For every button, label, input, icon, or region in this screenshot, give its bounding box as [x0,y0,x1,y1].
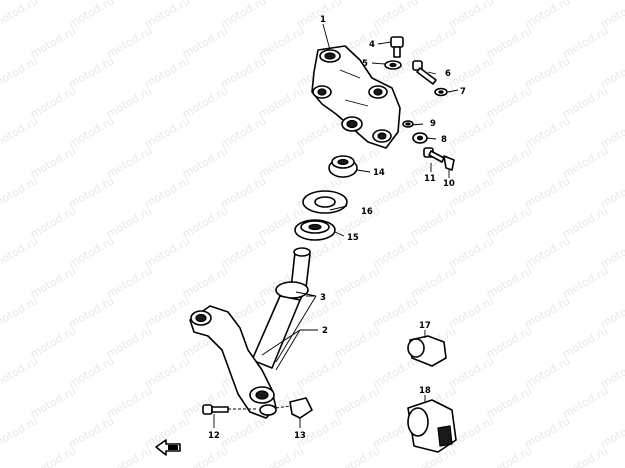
bearing-part-15 [294,219,336,241]
washer-part-7 [434,87,448,97]
callout-5: 5 [362,59,368,69]
callout-6: 6 [445,69,451,79]
callout-7: 7 [460,87,466,97]
callout-13: 13 [294,431,306,441]
housing-part-18 [407,399,457,453]
callout-8: 8 [441,135,447,145]
callout-14: 14 [373,168,385,178]
callout-1: 1 [320,15,326,25]
arrow-left-icon [155,439,181,456]
callout-labels: 1 4 5 6 7 9 8 11 10 14 16 15 3 2 12 13 1… [208,15,466,441]
callout-4: 4 [369,40,375,50]
callout-17: 17 [419,321,431,331]
callout-9: 9 [430,119,436,129]
pivot-part-17 [407,335,447,367]
callout-2: 2 [322,326,328,336]
leader-lines [213,23,459,428]
callout-15: 15 [347,233,359,243]
bearing-cap-part-14 [328,155,358,178]
steering-stem-part [251,247,311,369]
upper-bracket-part [311,45,401,149]
callout-12: 12 [208,431,220,441]
washer-part-5 [384,60,402,70]
nut-part-8 [412,132,428,144]
clip-part-13 [275,397,313,419]
bolt-part-4 [390,36,404,58]
clip-part-10 [443,155,455,171]
seal-part-16 [302,190,348,214]
bolt-part-11 [423,147,445,163]
callout-16: 16 [361,207,373,217]
washer-part-9 [402,120,414,128]
bolt-part-12 [202,404,258,415]
callout-3: 3 [320,293,326,303]
lower-bracket-part [189,305,277,419]
bolt-part-6 [412,60,437,85]
callout-18: 18 [419,386,431,396]
callout-11: 11 [424,174,436,184]
callout-10: 10 [443,179,455,189]
